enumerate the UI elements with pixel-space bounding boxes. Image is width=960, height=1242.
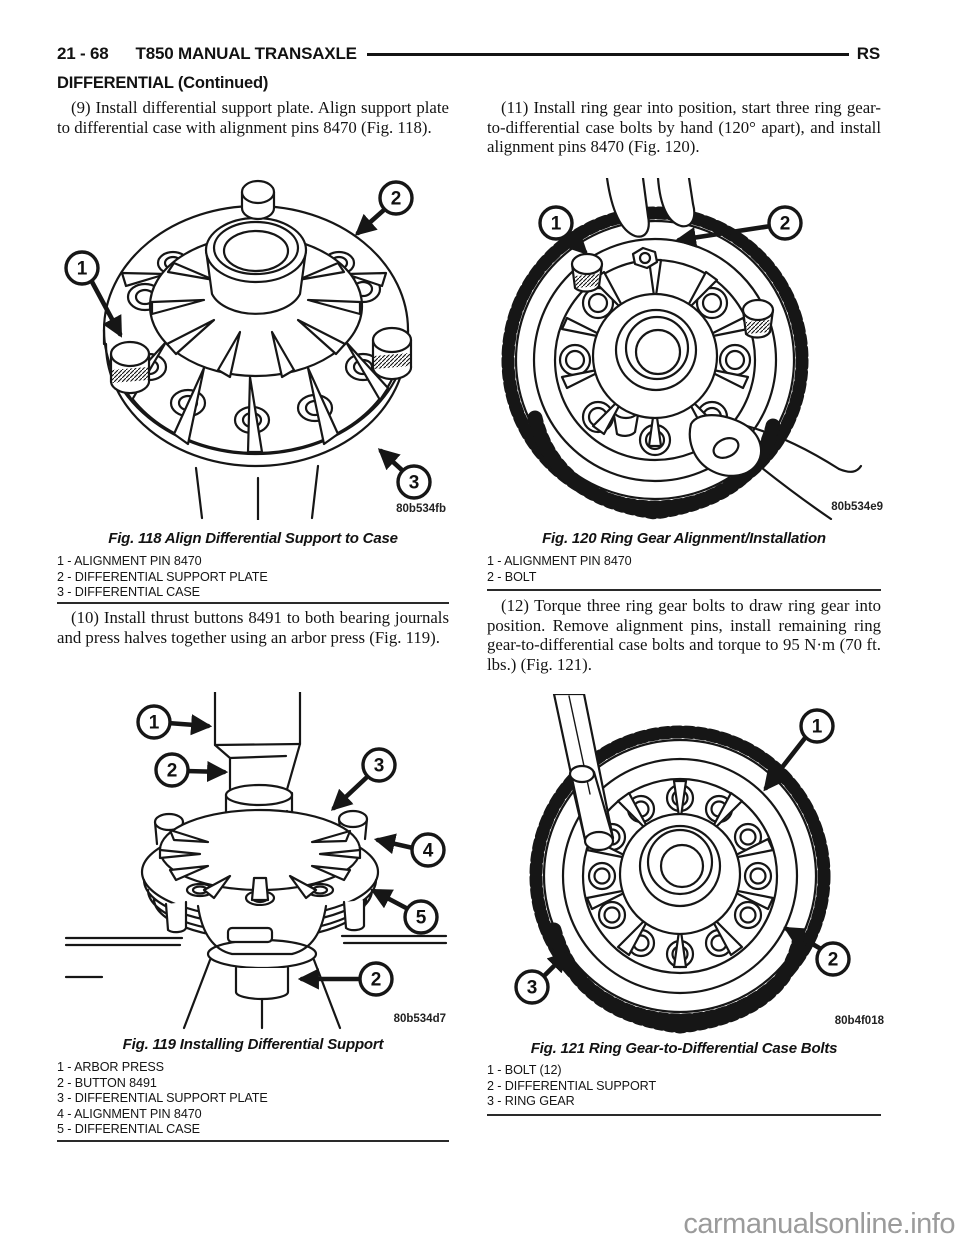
svg-text:2: 2 bbox=[828, 950, 839, 971]
svg-text:3: 3 bbox=[527, 978, 538, 999]
step-9-paragraph: (9) Install differential support plate. … bbox=[57, 98, 449, 137]
svg-text:5: 5 bbox=[416, 908, 427, 929]
arbor-press-drawing bbox=[64, 692, 448, 1030]
svg-text:2: 2 bbox=[371, 970, 382, 991]
header-rule bbox=[366, 52, 849, 56]
svg-text:1: 1 bbox=[812, 717, 823, 738]
image-code-118: 80b534fb bbox=[396, 503, 446, 515]
image-code-119: 80b534d7 bbox=[394, 1013, 446, 1025]
page-header: 21 - 68 T850 MANUAL TRANSAXLE RS bbox=[57, 44, 880, 64]
legend-item: 3 - RING GEAR bbox=[487, 1094, 575, 1109]
callout-1: 1 bbox=[64, 250, 100, 286]
legend-item: 2 - BOLT bbox=[487, 569, 537, 584]
legend-item: 5 - DIFFERENTIAL CASE bbox=[57, 1122, 200, 1137]
watermark: carmanualsonline.info bbox=[683, 1208, 955, 1240]
svg-text:3: 3 bbox=[374, 756, 385, 777]
legend-item: 4 - ALIGNMENT PIN 8470 bbox=[57, 1106, 202, 1121]
legend-item: 1 - ALIGNMENT PIN 8470 bbox=[487, 554, 632, 568]
svg-text:3: 3 bbox=[409, 473, 420, 494]
callout-1: 1 bbox=[799, 708, 835, 744]
legend-item: 1 - ALIGNMENT PIN 8470 bbox=[57, 554, 202, 568]
figure-119-illustration: 1 2 3 4 5 2 80b534d7 bbox=[64, 692, 448, 1030]
svg-text:1: 1 bbox=[149, 713, 160, 734]
svg-text:2: 2 bbox=[167, 761, 178, 782]
divider bbox=[57, 602, 449, 604]
callout-3: 3 bbox=[396, 464, 432, 500]
legend-item: 1 - ARBOR PRESS bbox=[57, 1060, 164, 1074]
hand-bottom bbox=[688, 414, 863, 520]
image-code-120: 80b534e9 bbox=[831, 501, 883, 513]
ring-gear-drawing bbox=[501, 178, 863, 520]
step-10-paragraph: (10) Install thrust buttons 8491 to both… bbox=[57, 608, 449, 647]
legend-item: 3 - DIFFERENTIAL SUPPORT PLATE bbox=[57, 1091, 268, 1106]
figure-118-illustration: 1 2 3 80b534fb bbox=[64, 179, 446, 520]
figure-118-legend: 1 - ALIGNMENT PIN 8470 2 - DIFFERENTIAL … bbox=[57, 554, 449, 601]
callout-2: 2 bbox=[154, 752, 190, 788]
legend-item: 2 - DIFFERENTIAL SUPPORT bbox=[487, 1078, 657, 1093]
svg-text:2: 2 bbox=[391, 189, 402, 210]
manual-title: T850 MANUAL TRANSAXLE bbox=[135, 44, 357, 63]
alignment-pin-right bbox=[741, 298, 775, 339]
legend-item: 2 - DIFFERENTIAL SUPPORT PLATE bbox=[57, 569, 268, 584]
alignment-pin-left bbox=[109, 340, 151, 395]
differential-case-drawing bbox=[102, 179, 413, 520]
legend-item: 2 - BUTTON 8491 bbox=[57, 1075, 157, 1090]
figure-118-caption: Fig. 118 Align Differential Support to C… bbox=[108, 530, 398, 547]
svg-text:1: 1 bbox=[551, 214, 562, 235]
section-title: DIFFERENTIAL (Continued) bbox=[57, 74, 269, 92]
hand-top bbox=[605, 178, 696, 270]
region-code: RS bbox=[856, 44, 880, 63]
callout-4: 4 bbox=[410, 832, 446, 868]
figure-120-caption: Fig. 120 Ring Gear Alignment/Installatio… bbox=[542, 530, 826, 547]
legend-item: 3 - DIFFERENTIAL CASE bbox=[57, 585, 200, 600]
callout-2: 2 bbox=[815, 941, 851, 977]
step-11-paragraph: (11) Install ring gear into position, st… bbox=[487, 98, 881, 157]
callout-3: 3 bbox=[514, 969, 550, 1005]
figure-121-legend: 1 - BOLT (12) 2 - DIFFERENTIAL SUPPORT 3… bbox=[487, 1063, 881, 1110]
figure-121-caption: Fig. 121 Ring Gear-to-Differential Case … bbox=[530, 1040, 838, 1057]
divider bbox=[487, 1114, 881, 1116]
socket-extension bbox=[552, 694, 615, 852]
callout-5: 5 bbox=[403, 899, 439, 935]
figure-120-legend: 1 - ALIGNMENT PIN 8470 2 - BOLT bbox=[487, 554, 881, 585]
callout-1: 1 bbox=[136, 704, 172, 740]
figure-119-caption: Fig. 119 Installing Differential Support bbox=[122, 1036, 384, 1053]
callout-3: 3 bbox=[361, 747, 397, 783]
figure-120-illustration: 1 2 80b534e9 bbox=[501, 178, 883, 520]
ring-gear-bolts-drawing bbox=[529, 694, 831, 1034]
legend-item: 1 - BOLT (12) bbox=[487, 1063, 562, 1077]
callout-2: 2 bbox=[378, 180, 414, 216]
figure-119-legend: 1 - ARBOR PRESS 2 - BUTTON 8491 3 - DIFF… bbox=[57, 1060, 449, 1138]
image-code-121: 80b4f018 bbox=[835, 1015, 885, 1027]
callout-2b: 2 bbox=[358, 961, 394, 997]
svg-text:2: 2 bbox=[780, 214, 791, 235]
step-12-paragraph: (12) Torque three ring gear bolts to dra… bbox=[487, 596, 881, 674]
callout-1: 1 bbox=[538, 205, 574, 241]
divider bbox=[487, 589, 881, 591]
callout-2: 2 bbox=[767, 205, 803, 241]
divider bbox=[57, 1140, 449, 1142]
alignment-pin-right bbox=[371, 326, 413, 381]
svg-text:4: 4 bbox=[423, 841, 434, 862]
svg-text:1: 1 bbox=[77, 259, 88, 280]
page-number: 21 - 68 bbox=[57, 44, 109, 63]
figure-121-illustration: 1 2 3 80b4f018 bbox=[514, 694, 885, 1034]
alignment-pin-left bbox=[570, 252, 604, 293]
